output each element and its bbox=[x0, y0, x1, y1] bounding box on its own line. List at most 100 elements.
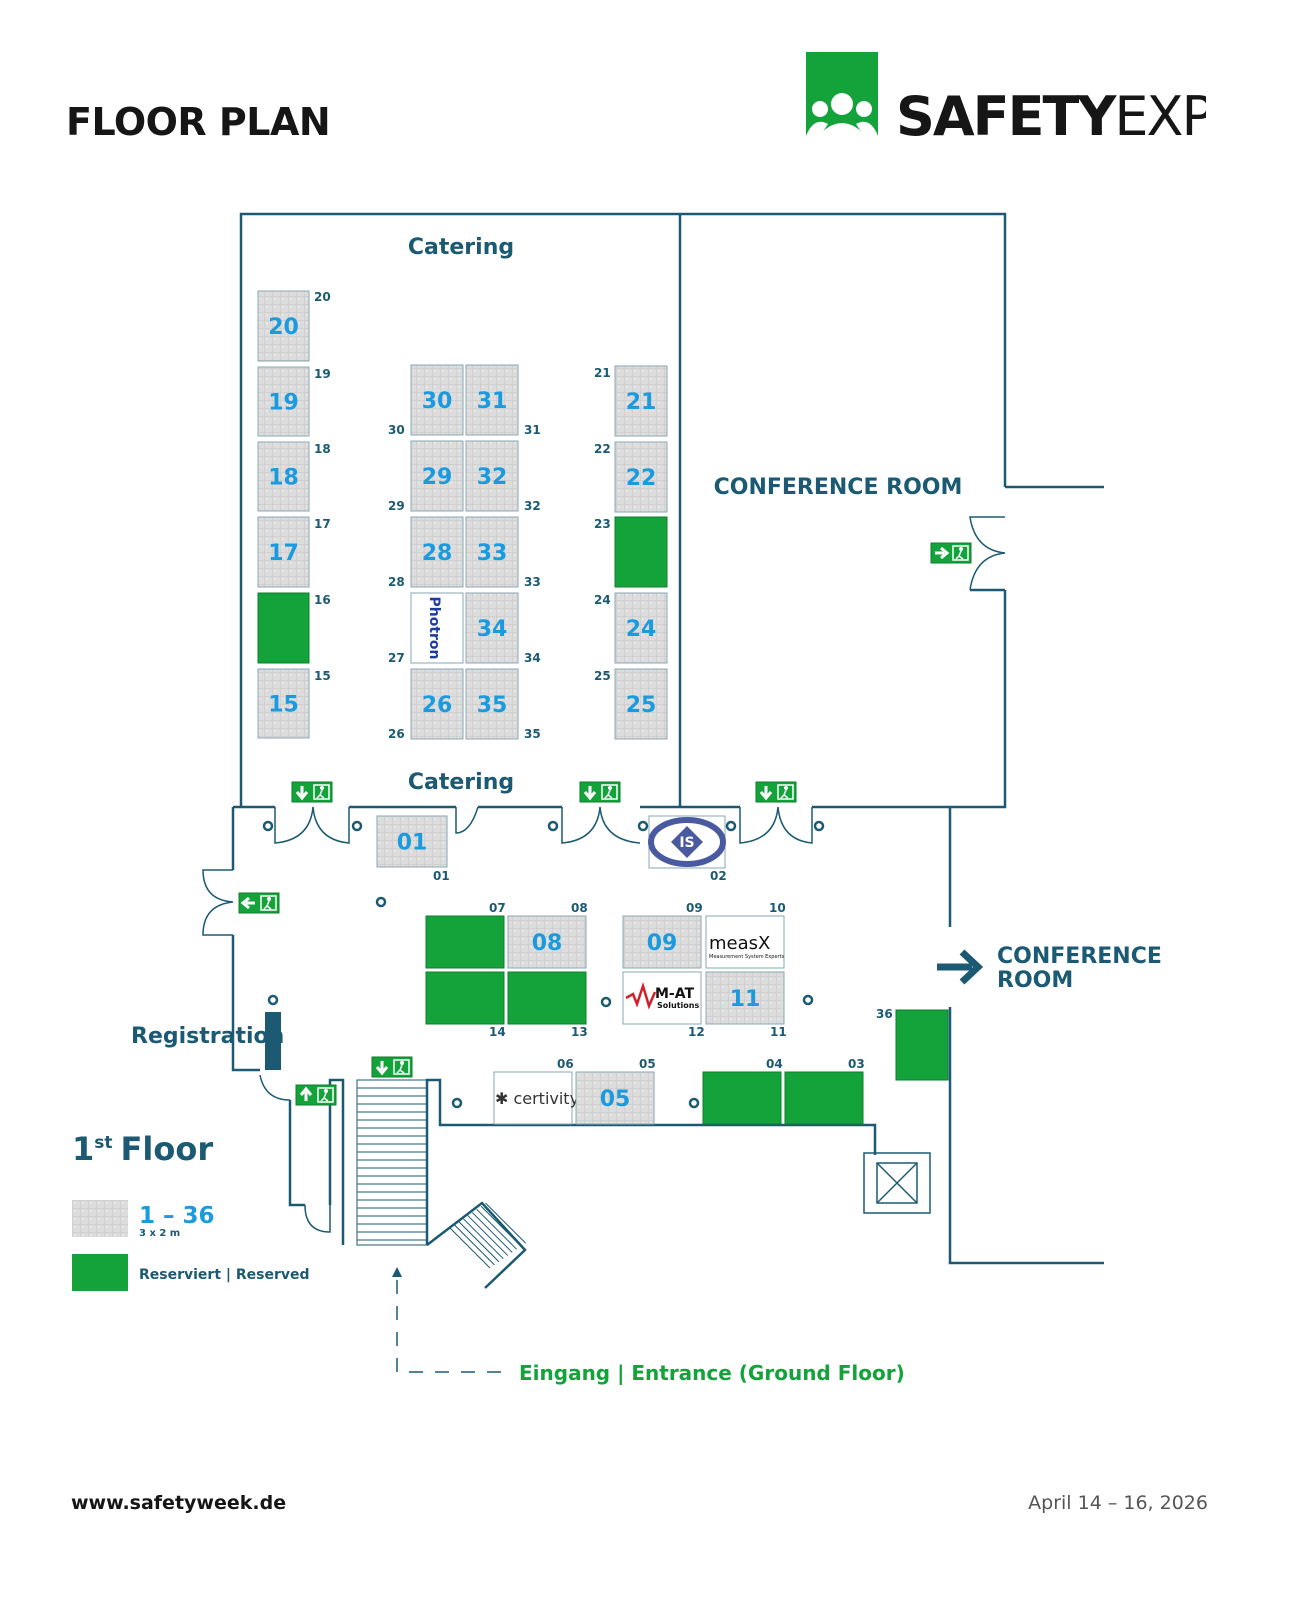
booth-box[interactable] bbox=[493, 1071, 573, 1125]
booth-04[interactable]: 04 bbox=[702, 1057, 783, 1125]
elevator bbox=[863, 1152, 931, 1214]
emergency-exit-sign-icon bbox=[291, 781, 333, 803]
booth-number-label: 36 bbox=[876, 1007, 893, 1021]
booth-box[interactable] bbox=[257, 441, 310, 512]
booth-box[interactable] bbox=[465, 516, 519, 588]
booth-number: 19 bbox=[268, 391, 299, 416]
booth-box[interactable] bbox=[257, 668, 310, 739]
booth-16[interactable]: 16 bbox=[257, 592, 331, 664]
booth-box[interactable] bbox=[465, 668, 519, 740]
booth-box[interactable] bbox=[784, 1071, 864, 1125]
booth-number: 09 bbox=[647, 931, 678, 956]
booth-box[interactable] bbox=[410, 516, 464, 588]
staircase bbox=[356, 1079, 526, 1269]
booth-box[interactable] bbox=[257, 592, 310, 664]
booth-box[interactable] bbox=[410, 668, 464, 740]
booth-box[interactable] bbox=[410, 440, 464, 512]
booth-number-label: 26 bbox=[388, 727, 405, 741]
booth-box[interactable] bbox=[425, 915, 505, 969]
booth-box[interactable] bbox=[465, 364, 519, 436]
booth-box[interactable] bbox=[465, 592, 519, 664]
legend-available-swatch bbox=[72, 1200, 128, 1237]
booth-number: 33 bbox=[477, 541, 508, 566]
booth-box[interactable] bbox=[465, 440, 519, 512]
booth-03[interactable]: 03 bbox=[784, 1057, 865, 1125]
booth-box[interactable] bbox=[614, 668, 668, 740]
booth-box[interactable] bbox=[257, 366, 310, 437]
booth-number: 15 bbox=[268, 693, 299, 718]
booth-06[interactable]: 06✱ certivity bbox=[493, 1057, 579, 1125]
booth-number: 22 bbox=[626, 466, 657, 491]
booth-box[interactable] bbox=[614, 516, 668, 588]
booth-number-label: 27 bbox=[388, 651, 405, 665]
registration-label: Registration bbox=[131, 1024, 284, 1049]
floor-suffix: st bbox=[94, 1133, 112, 1153]
booth-box[interactable] bbox=[507, 971, 587, 1025]
booth-box[interactable] bbox=[702, 1071, 782, 1125]
booth-box[interactable] bbox=[425, 971, 505, 1025]
booth-box[interactable] bbox=[705, 915, 785, 969]
booth-07[interactable]: 07 bbox=[425, 901, 506, 969]
booth-number-label: 11 bbox=[770, 1025, 787, 1039]
booth-14[interactable]: 14 bbox=[425, 971, 506, 1039]
booth-number: 31 bbox=[477, 389, 508, 414]
people-icon bbox=[806, 93, 878, 136]
booth-box[interactable] bbox=[410, 592, 464, 664]
column bbox=[351, 820, 363, 832]
booth-box[interactable] bbox=[622, 971, 702, 1025]
booth-box[interactable] bbox=[575, 1071, 655, 1125]
booth-13[interactable]: 13 bbox=[507, 971, 588, 1039]
booth-number-label: 18 bbox=[314, 442, 331, 456]
booth-23[interactable]: 23 bbox=[594, 516, 668, 588]
booth-box[interactable] bbox=[507, 915, 587, 969]
booth-box[interactable] bbox=[410, 364, 464, 436]
booth-box[interactable] bbox=[895, 1009, 949, 1081]
booth-36[interactable]: 36 bbox=[876, 1007, 949, 1081]
website-link[interactable]: www.safetyweek.de bbox=[71, 1492, 287, 1514]
legend-reserved-swatch bbox=[72, 1254, 128, 1291]
booth-box[interactable] bbox=[705, 971, 785, 1025]
floor-number: 1 bbox=[72, 1130, 94, 1168]
booth-box[interactable] bbox=[257, 516, 310, 588]
logo-text-bold: SAFETY bbox=[896, 85, 1117, 142]
conference-room-direction-line2: ROOM bbox=[997, 968, 1073, 993]
booth-box[interactable] bbox=[614, 592, 668, 664]
booth-number: 34 bbox=[477, 617, 508, 642]
booth-box[interactable] bbox=[614, 365, 668, 437]
booth-number-label: 06 bbox=[557, 1057, 574, 1071]
booth-box[interactable] bbox=[614, 441, 668, 513]
column bbox=[725, 820, 737, 832]
booth-box[interactable] bbox=[622, 915, 702, 969]
arrow-right-icon bbox=[937, 949, 984, 985]
column bbox=[813, 820, 825, 832]
booth-box[interactable] bbox=[257, 290, 310, 362]
booth-box[interactable] bbox=[376, 815, 448, 868]
